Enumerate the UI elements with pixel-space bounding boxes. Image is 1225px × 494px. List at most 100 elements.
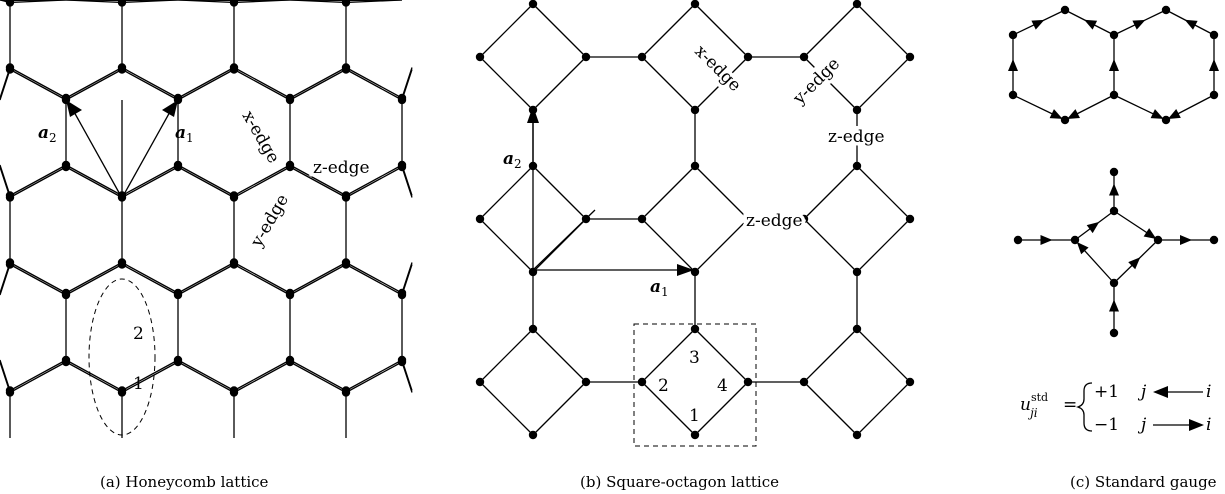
honeycomb-site (397, 162, 407, 172)
gauge-arrow-icon (1040, 235, 1053, 245)
honeycomb-vector-a1 (121, 100, 178, 199)
plaquette-bond (532, 381, 587, 436)
honeycomb-bond (233, 164, 291, 197)
square-octagon-vector-diagonal (532, 209, 596, 271)
honeycomb-site (341, 388, 351, 397)
honeycomb-site (173, 162, 183, 172)
honeycomb-bond (121, 261, 179, 294)
plaquette-bond (479, 218, 534, 273)
gauge-site (1109, 90, 1119, 100)
honeycomb-site (285, 95, 295, 105)
plaquette-bond (803, 328, 858, 383)
gauge-arrow-icon (1143, 228, 1157, 239)
honeycomb-bond (345, 263, 403, 296)
square-octagon-site-4-label: 4 (717, 376, 728, 396)
honeycomb-site (61, 357, 71, 367)
square-octagon-site (690, 267, 700, 277)
honeycomb-a1-label: a1 (175, 123, 194, 145)
plaquette-bond (803, 56, 858, 111)
gauge-arrow-icon (1076, 242, 1089, 255)
square-octagon-site (637, 214, 647, 224)
honeycomb-bond (345, 361, 403, 394)
honeycomb-bond (121, 359, 179, 392)
plaquette-bond (694, 3, 749, 58)
honeycomb-site (341, 193, 351, 202)
square-octagon-z-edge-label-mid: z-edge (746, 211, 803, 231)
plaquette-bond (479, 165, 534, 220)
honeycomb-sites (5, 0, 407, 397)
honeycomb-bond (65, 263, 123, 296)
square-octagon-site (905, 214, 915, 224)
honeycomb-bond (9, 359, 67, 392)
plaquette-bond (803, 3, 858, 58)
square-octagon-site (743, 377, 753, 387)
square-octagon-y-edge-label: y-edge (789, 54, 844, 109)
honeycomb-caption: (a) Honeycomb lattice (100, 473, 269, 491)
honeycomb-bond (121, 361, 179, 394)
gauge-arrow-icon (1184, 19, 1198, 30)
honeycomb-site (5, 0, 15, 7)
gauge-arrow-icon (1180, 235, 1192, 245)
honeycomb-bond (289, 66, 347, 99)
honeycomb-site (397, 290, 407, 300)
plaquette-bond (641, 3, 696, 58)
plaquette-bond (479, 56, 534, 111)
plaquette-bond (479, 328, 534, 383)
gauge-site (1109, 206, 1119, 216)
square-octagon-lattice: a2 a1 x-edge y-edge z-edge z-edge 3 2 4 … (475, 0, 915, 491)
case2-j: j (1137, 415, 1147, 435)
gauge-edges (1008, 9, 1219, 333)
square-octagon-site (637, 52, 647, 62)
honeycomb-bond (233, 263, 291, 296)
honeycomb-site (117, 260, 127, 269)
gauge-arrow-icon (1109, 59, 1119, 71)
gauge-site (1013, 235, 1023, 245)
honeycomb-site-2-label: 2 (133, 324, 144, 344)
honeycomb-bond (345, 66, 403, 99)
honeycomb-bond (345, 261, 403, 294)
honeycomb-bond (233, 0, 291, 4)
case2-i: i (1206, 415, 1211, 435)
honeycomb-bond (121, 166, 179, 199)
square-octagon-site (852, 430, 862, 440)
honeycomb-bond (65, 68, 123, 101)
standard-gauge-caption: (c) Standard gauge (1070, 473, 1217, 491)
square-octagon-site (528, 430, 538, 440)
honeycomb-bond (9, 66, 67, 99)
honeycomb-bond (233, 166, 291, 199)
case2-arrow-right-icon (1189, 419, 1204, 431)
honeycomb-site (117, 0, 127, 7)
honeycomb-bond (0, 264, 11, 296)
honeycomb-site (229, 193, 239, 202)
plaquette-bond (856, 328, 911, 383)
honeycomb-bond (177, 66, 235, 99)
honeycomb-vector-a2 (66, 100, 123, 199)
gauge-site (1109, 328, 1119, 338)
gauge-arrow-icon (1049, 109, 1063, 119)
honeycomb-bond (121, 66, 179, 99)
square-octagon-site (852, 105, 862, 115)
gauge-arrow-icon (1109, 299, 1119, 312)
gauge-arrow-icon (1008, 59, 1018, 71)
square-octagon-site (637, 377, 647, 387)
honeycomb-site (117, 65, 127, 74)
honeycomb-bond (9, 361, 67, 394)
plaquette-bond (803, 218, 858, 273)
square-octagon-site (690, 324, 700, 334)
honeycomb-bond (345, 166, 403, 199)
gauge-site (1209, 30, 1219, 40)
case2-value: −1 (1094, 415, 1119, 435)
honeycomb-edges (0, 0, 413, 438)
square-octagon-edges (479, 3, 911, 436)
square-octagon-site (475, 377, 485, 387)
honeycomb-site (61, 290, 71, 300)
honeycomb-bond (289, 164, 347, 197)
honeycomb-x-edge-label: x-edge (238, 108, 284, 167)
honeycomb-bond (233, 68, 291, 101)
plaquette-bond (532, 56, 587, 111)
honeycomb-lattice: a1 a2 x-edge y-edge z-edge 2 1 (a) Honey… (0, 0, 413, 491)
honeycomb-bond (0, 69, 11, 101)
honeycomb-bond (9, 263, 67, 296)
